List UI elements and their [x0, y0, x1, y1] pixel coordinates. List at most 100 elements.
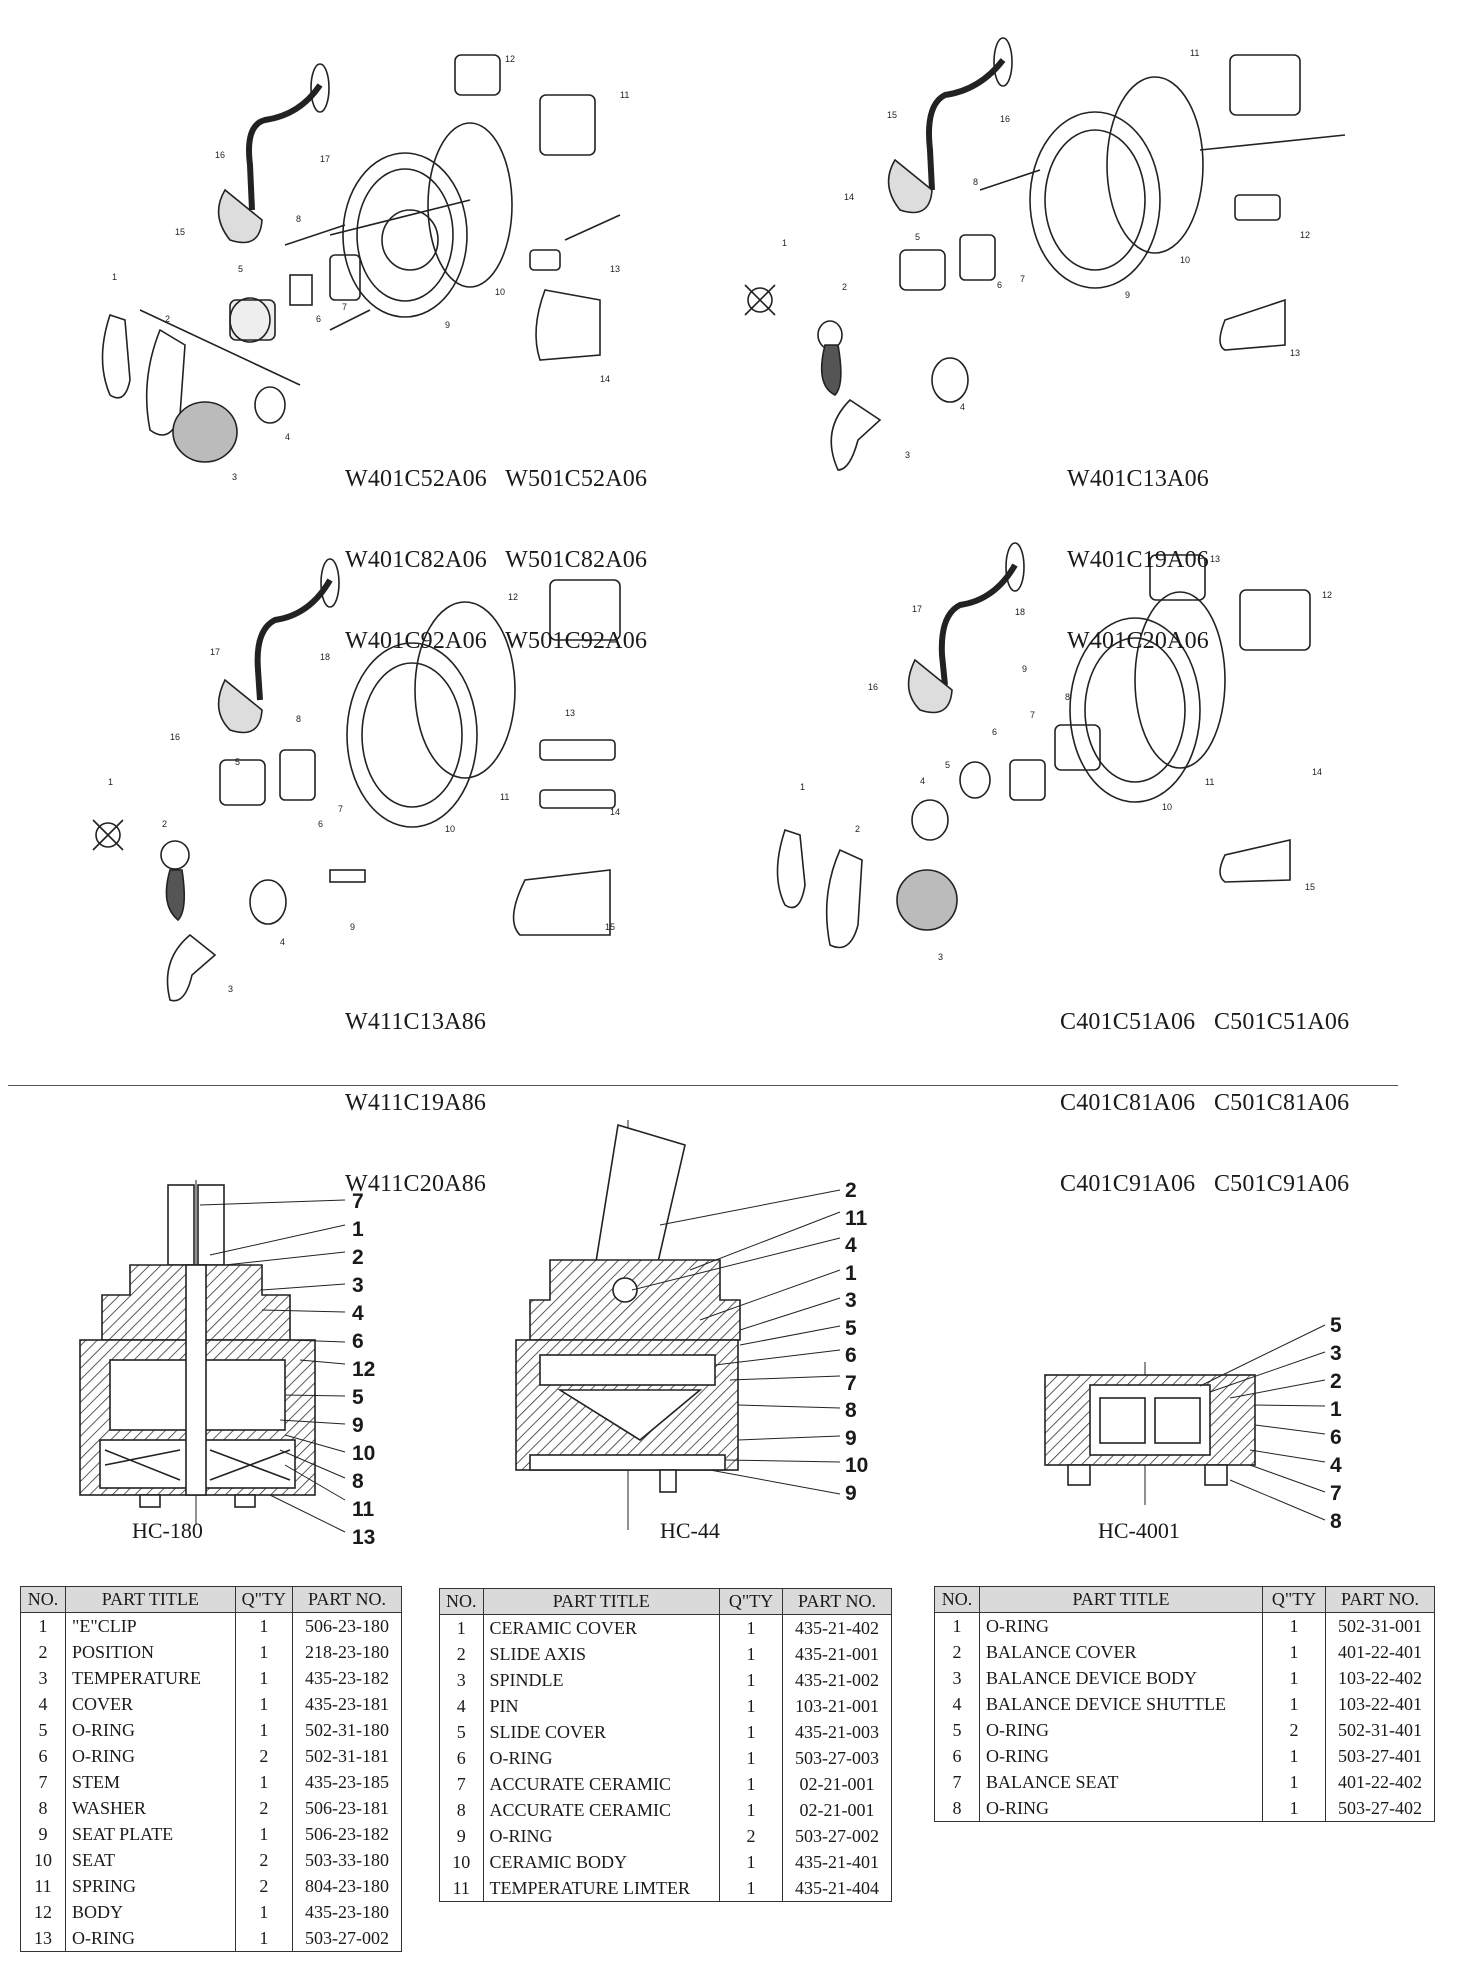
svg-text:16: 16 [215, 150, 225, 160]
callout: 5 [1330, 1314, 1342, 1337]
exploded-view-1 [101, 54, 621, 463]
cell-part-no: 103-21-001 [782, 1693, 892, 1719]
callout: 4 [352, 1302, 364, 1325]
column-header: PART NO. [1325, 1586, 1435, 1613]
callout: 5 [352, 1386, 364, 1409]
callout: 2 [352, 1246, 364, 1269]
hc-180-leader-lines [199, 1199, 346, 1533]
cell-part-title: O-RING [979, 1795, 1263, 1822]
cell-no: 3 [439, 1667, 484, 1693]
cell-qty: 1 [719, 1797, 783, 1823]
svg-text:11: 11 [1205, 777, 1214, 787]
cell-no: 11 [439, 1875, 484, 1902]
svg-text:2: 2 [162, 819, 167, 829]
hc-4001-callouts: 5 3 2 1 6 4 7 8 [1330, 1312, 1342, 1536]
cell-part-no: 218-23-180 [292, 1639, 402, 1665]
column-header: PART TITLE [65, 1586, 236, 1613]
cell-no: 6 [20, 1743, 66, 1769]
callout: 6 [845, 1344, 857, 1367]
cell-part-title: O-RING [65, 1743, 236, 1769]
svg-text:1: 1 [108, 777, 113, 787]
callout: 2 [845, 1179, 857, 1202]
svg-text:5: 5 [915, 232, 920, 242]
callout: 7 [845, 1371, 857, 1395]
cell-part-title: "E"CLIP [65, 1612, 236, 1639]
hc-180-cross-section [79, 1180, 316, 1525]
svg-text:10: 10 [1162, 802, 1172, 812]
callout: 10 [352, 1442, 376, 1465]
cell-part-title: O-RING [979, 1743, 1263, 1769]
cell-part-title: TEMPERATURE [65, 1665, 236, 1691]
hc-44-callouts: 2 11 4 1 3 5 6 7 8 9 10 9 [845, 1177, 868, 1507]
cell-part-no: 502-31-181 [292, 1743, 402, 1769]
svg-text:18: 18 [1015, 607, 1025, 617]
svg-text:14: 14 [844, 192, 854, 202]
model-line: C401C91A06 C501C91A06 [1060, 1171, 1350, 1197]
cell-no: 10 [439, 1849, 484, 1875]
model-line: W411C19A86 [345, 1090, 487, 1116]
cell-qty: 1 [234, 1769, 294, 1795]
svg-text:7: 7 [1030, 710, 1035, 720]
svg-text:1: 1 [112, 272, 117, 282]
exploded-view-4 [776, 542, 1311, 949]
callout: 4 [845, 1234, 857, 1257]
cell-part-title: SPRING [65, 1873, 236, 1899]
hc-4001-caption: HC-4001 [1098, 1518, 1180, 1543]
callout: 1 [1330, 1398, 1342, 1421]
svg-text:13: 13 [1210, 554, 1220, 564]
svg-text:9: 9 [445, 320, 450, 330]
cell-no: 2 [20, 1639, 66, 1665]
cell-part-no: 503-33-180 [292, 1847, 402, 1873]
svg-text:12: 12 [505, 54, 515, 64]
cell-no: 4 [439, 1693, 484, 1719]
hc-180-callouts: 7 1 2 3 4 6 12 5 9 10 8 11 13 [352, 1188, 375, 1552]
cell-no: 11 [20, 1873, 66, 1899]
cell-part-no: 506-23-182 [292, 1821, 402, 1847]
cell-part-title: BODY [65, 1899, 236, 1925]
cell-qty: 1 [1262, 1691, 1326, 1717]
callout: 5 [845, 1316, 857, 1340]
svg-text:3: 3 [938, 952, 943, 962]
column-header: NO. [439, 1588, 484, 1615]
svg-text:6: 6 [997, 280, 1002, 290]
cell-part-title: SLIDE COVER [482, 1719, 720, 1745]
svg-text:3: 3 [228, 984, 233, 994]
model-line: W401C19A06 [1067, 547, 1209, 573]
svg-text:1: 1 [782, 238, 787, 248]
callout: 2 [1330, 1370, 1342, 1393]
cell-part-no: 506-23-181 [292, 1795, 402, 1821]
cell-qty: 1 [719, 1745, 783, 1771]
section-divider [8, 1085, 1398, 1086]
cell-qty: 1 [719, 1641, 783, 1667]
cell-part-no: 435-21-002 [782, 1667, 892, 1693]
cell-part-no: 435-21-402 [782, 1614, 892, 1641]
column-header: PART NO. [292, 1586, 402, 1613]
column-header: Q"TY [1262, 1586, 1326, 1613]
cell-part-no: 435-21-404 [782, 1875, 892, 1902]
callout: 3 [845, 1289, 857, 1312]
cell-qty: 1 [234, 1899, 294, 1925]
cell-qty: 1 [719, 1875, 783, 1902]
cell-no: 7 [20, 1769, 66, 1795]
exploded-view-2 [744, 37, 1346, 471]
model-list-2: W401C13A06 W401C19A06 W401C20A06 [1067, 412, 1209, 682]
svg-text:2: 2 [165, 314, 170, 324]
hc-44-cross-section [515, 1120, 741, 1530]
cell-part-no: 02-21-001 [782, 1797, 892, 1823]
svg-text:15: 15 [1305, 882, 1315, 892]
cell-part-title: CERAMIC COVER [482, 1614, 720, 1641]
cell-part-no: 435-23-185 [292, 1769, 402, 1795]
cell-part-no: 401-22-401 [1325, 1639, 1435, 1665]
model-line: W401C82A06 W501C82A06 [345, 547, 648, 573]
